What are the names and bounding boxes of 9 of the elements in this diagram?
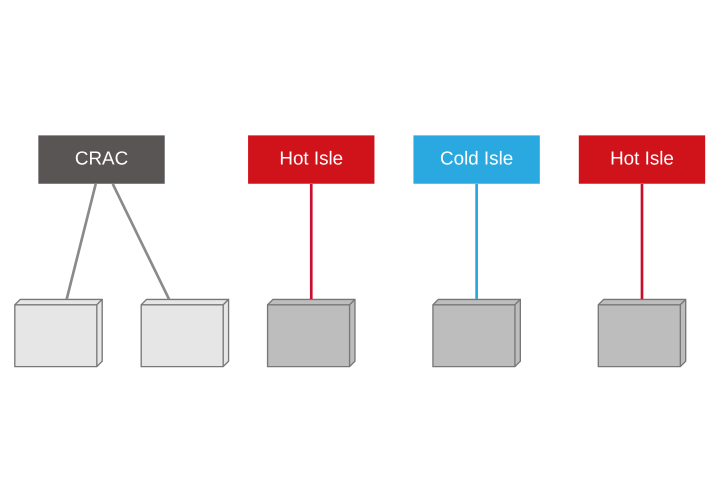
connector bbox=[65, 183, 98, 299]
connector bbox=[112, 182, 170, 300]
connector bbox=[640, 183, 644, 299]
connector bbox=[475, 183, 478, 299]
node-box: Hot Isle bbox=[578, 134, 706, 184]
node-box: Cold Isle bbox=[413, 134, 540, 184]
node-box: CRAC bbox=[38, 134, 165, 184]
connector bbox=[310, 183, 313, 299]
node-box: Hot Isle bbox=[248, 134, 374, 184]
